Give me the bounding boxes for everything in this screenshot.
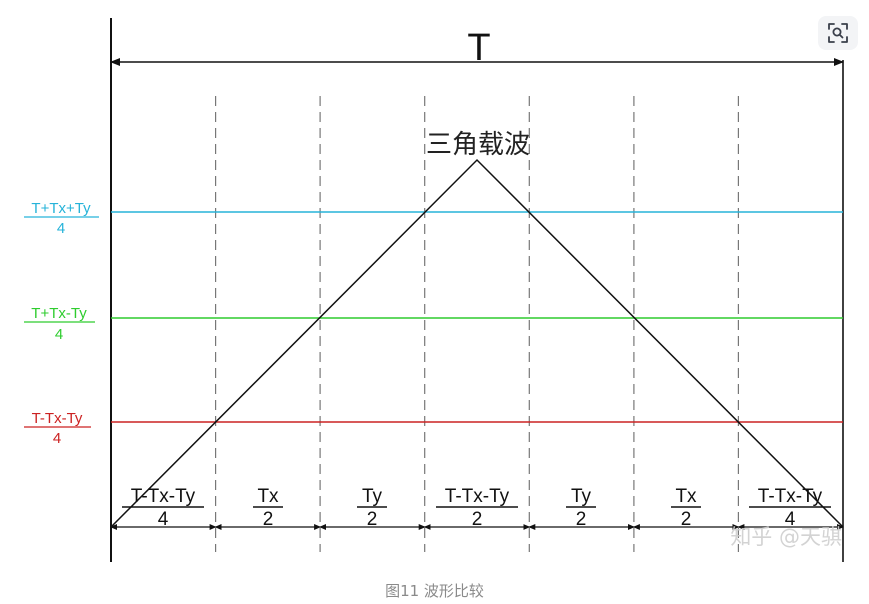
carrier-label: 三角载波	[426, 129, 530, 159]
level-label-low-num: T-Tx-Ty	[32, 410, 83, 427]
interval-label-1-den: 4	[158, 509, 169, 530]
interval-label-5-num: Ty	[571, 486, 592, 507]
interval-label-2: Tx 2	[253, 486, 283, 530]
level-label-high: T+Tx+Ty 4	[24, 200, 99, 237]
interval-label-5: Ty 2	[566, 486, 596, 530]
interval-label-2-num: Tx	[257, 486, 279, 507]
triangle-carrier-wave	[110, 158, 844, 528]
level-label-mid: T+Tx-Ty 4	[24, 305, 95, 343]
interval-label-7: T-Tx-Ty 4	[749, 486, 831, 530]
interval-label-4-num: T-Tx-Ty	[445, 486, 510, 507]
interval-label-5-den: 2	[576, 509, 587, 530]
interval-label-4-den: 2	[472, 509, 483, 530]
interval-label-3: Ty 2	[357, 486, 387, 530]
figure-caption: 图11 波形比较	[385, 582, 484, 600]
interval-label-6-den: 2	[681, 509, 692, 530]
interval-label-6-num: Tx	[675, 486, 697, 507]
interval-label-6: Tx 2	[671, 486, 701, 530]
level-label-high-num: T+Tx+Ty	[31, 200, 91, 217]
interval-label-1: T-Tx-Ty 4	[122, 486, 204, 530]
level-label-mid-den: 4	[55, 326, 63, 343]
interval-label-7-num: T-Tx-Ty	[758, 486, 823, 507]
level-label-mid-num: T+Tx-Ty	[31, 305, 87, 322]
watermark: 知乎 @天骐	[730, 525, 842, 549]
level-label-high-den: 4	[57, 220, 65, 237]
interval-label-4: T-Tx-Ty 2	[436, 486, 518, 530]
interval-label-1-num: T-Tx-Ty	[131, 486, 196, 507]
interval-labels: T-Tx-Ty 4 Tx 2 Ty 2 T-Tx-Ty 2 Ty 2 Tx 2	[122, 486, 831, 530]
zoom-button[interactable]	[818, 16, 858, 50]
dashed-dividers	[215, 96, 740, 552]
level-label-low: T-Tx-Ty 4	[24, 410, 91, 447]
interval-label-2-den: 2	[263, 509, 274, 530]
interval-label-3-num: Ty	[362, 486, 383, 507]
interval-label-3-den: 2	[367, 509, 378, 530]
level-label-low-den: 4	[53, 430, 61, 447]
interval-label-7-den: 4	[785, 509, 796, 530]
period-label: T	[467, 27, 490, 69]
zoom-lens-icon	[828, 23, 848, 43]
